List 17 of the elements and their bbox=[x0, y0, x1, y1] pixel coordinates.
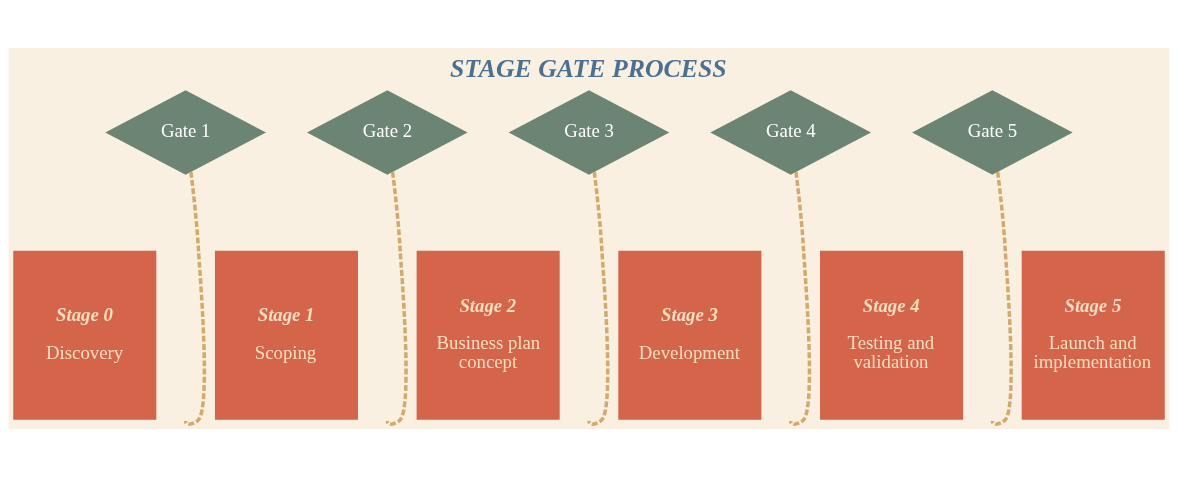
diagram-title: STAGE GATE PROCESS bbox=[450, 53, 727, 83]
node-diamond: Gate 2 bbox=[307, 90, 468, 175]
node-diamond: Gate 3 bbox=[508, 90, 670, 175]
node-box: Stage 3 Development bbox=[618, 250, 762, 420]
node-diamond: Gate 4 bbox=[710, 90, 871, 175]
connector bbox=[990, 171, 1013, 426]
connector bbox=[385, 171, 408, 426]
connector bbox=[587, 171, 610, 426]
connector bbox=[789, 171, 812, 426]
node-box: Stage 5 Launch and implementation bbox=[1021, 250, 1165, 420]
node-diamond: Gate 5 bbox=[912, 90, 1073, 175]
node-box: Stage 1 Scoping bbox=[214, 250, 358, 420]
node-box: Stage 4 Testing and validation bbox=[820, 250, 964, 420]
connector bbox=[184, 171, 207, 426]
node-diamond: Gate 1 bbox=[105, 90, 266, 175]
node-box: Stage 2 Business plan concept bbox=[416, 250, 560, 420]
node-box: Stage 0 Discovery bbox=[13, 250, 157, 420]
